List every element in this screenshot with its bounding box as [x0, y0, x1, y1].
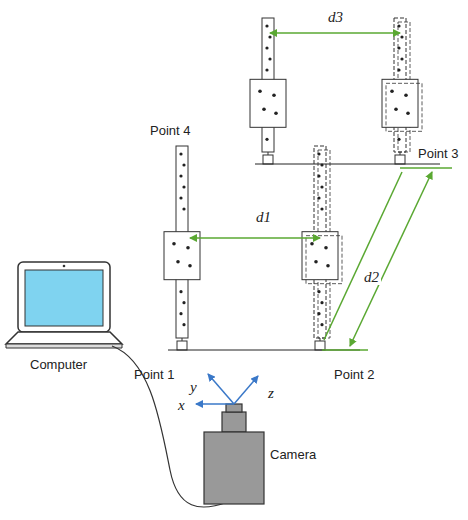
- diagram-label: d2: [362, 270, 381, 285]
- measuring-pole: [302, 146, 342, 350]
- marker-dot: [406, 112, 410, 116]
- diagram-label: Computer: [30, 358, 87, 371]
- marker-dot: [320, 301, 323, 304]
- marker-dot: [265, 24, 268, 27]
- dimension-arrow: [190, 237, 320, 239]
- marker-dot: [265, 68, 268, 71]
- marker-dot: [179, 174, 182, 177]
- diagram-label: Camera: [270, 448, 316, 461]
- extension-line: [324, 172, 402, 340]
- diagram-label: Point 2: [334, 368, 374, 381]
- extension-line: [322, 349, 368, 351]
- diagram-label: y: [190, 380, 197, 395]
- marker-dot: [397, 24, 400, 27]
- marker-dot: [182, 301, 185, 304]
- marker-dot: [404, 94, 408, 98]
- marker-dot: [262, 108, 266, 112]
- extension-line: [400, 167, 452, 169]
- marker-dot: [268, 57, 271, 60]
- marker-dot: [179, 152, 182, 155]
- camera: [204, 404, 264, 504]
- marker-dot: [268, 35, 271, 38]
- marker-dot: [179, 290, 182, 293]
- measuring-pole: [382, 18, 422, 164]
- marker-dot: [397, 138, 400, 141]
- marker-dot: [182, 185, 185, 188]
- pole-foot: [315, 341, 325, 350]
- coordinate-axes: [196, 374, 258, 404]
- marker-dot: [320, 185, 323, 188]
- marker-dot: [179, 312, 182, 315]
- diagram-label: z: [268, 386, 274, 401]
- marker-dot: [394, 108, 398, 112]
- diagram-label: Point 3: [418, 147, 458, 160]
- marker-dot: [182, 207, 185, 210]
- marker-dot: [274, 112, 278, 116]
- marker-dot: [176, 260, 180, 264]
- measuring-pole: [164, 146, 200, 350]
- pole-foot: [395, 155, 405, 164]
- diagram-label: d3: [326, 10, 345, 25]
- marker-dot: [397, 46, 400, 49]
- pole-foot: [177, 341, 187, 350]
- diagram-label: Point 1: [134, 368, 174, 381]
- marker-dot: [317, 312, 320, 315]
- marker-dot: [272, 94, 276, 98]
- marker-dot: [400, 35, 403, 38]
- marker-dot: [265, 138, 268, 141]
- marker-dot: [182, 323, 185, 326]
- marker-dot: [258, 90, 262, 94]
- marker-dot: [317, 152, 320, 155]
- marker-dot: [188, 264, 192, 268]
- measuring-pole: [250, 18, 286, 164]
- marker-dot: [317, 290, 320, 293]
- marker-dot: [400, 57, 403, 60]
- marker-dot: [317, 196, 320, 199]
- baseline: [255, 164, 440, 165]
- marker-dot: [186, 246, 190, 250]
- dimension-arrow: [270, 32, 400, 34]
- marker-dot: [397, 68, 400, 71]
- marker-dot: [310, 242, 314, 246]
- diagram-label: Point 4: [150, 124, 190, 137]
- pole-carriage: [382, 79, 418, 127]
- marker-dot: [179, 196, 182, 199]
- pole-carriage: [164, 232, 200, 280]
- carriage-shadow: [386, 83, 422, 131]
- diagram-label: d1: [254, 210, 273, 225]
- marker-dot: [314, 260, 318, 264]
- marker-dot: [317, 174, 320, 177]
- pole-carriage: [302, 232, 338, 280]
- diagram-label: x: [178, 398, 185, 413]
- marker-dot: [320, 207, 323, 210]
- marker-dot: [324, 246, 328, 250]
- marker-dot: [326, 264, 330, 268]
- pole-carriage: [250, 79, 286, 127]
- marker-dot: [265, 46, 268, 49]
- marker-dot: [390, 90, 394, 94]
- carriage-shadow: [306, 236, 342, 284]
- pole-foot: [263, 155, 273, 164]
- marker-dot: [320, 323, 323, 326]
- marker-dot: [172, 242, 176, 246]
- marker-dot: [182, 163, 185, 166]
- laptop: [6, 262, 122, 348]
